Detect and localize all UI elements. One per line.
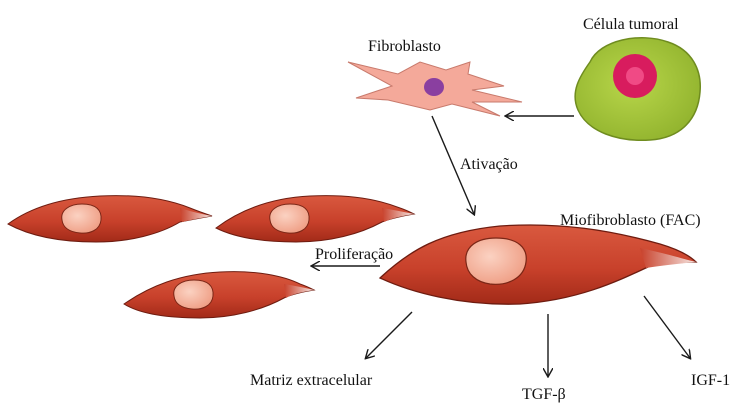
fibroblast-nucleus bbox=[424, 78, 444, 96]
label-myofibroblast: Miofibroblasto (FAC) bbox=[560, 212, 701, 230]
myofibroblast-nucleus bbox=[466, 238, 526, 284]
proliferated-cell bbox=[216, 196, 414, 242]
tumor-cell bbox=[575, 38, 700, 141]
proliferated-nucleus bbox=[174, 280, 213, 309]
label-fibroblast: Fibroblasto bbox=[368, 38, 441, 56]
proliferated-cell bbox=[8, 196, 212, 242]
myofibroblast-cell bbox=[380, 225, 696, 304]
arrow-to-matrix bbox=[366, 312, 412, 358]
proliferated-nucleus bbox=[270, 204, 309, 233]
fibroblast-cell bbox=[348, 62, 522, 116]
label-tumor-cell: Célula tumoral bbox=[583, 16, 679, 34]
arrow-to-igf1 bbox=[644, 296, 690, 358]
tumor-nucleolus bbox=[626, 67, 644, 85]
label-igf1: IGF-1 bbox=[691, 372, 730, 390]
proliferated-nucleus bbox=[62, 204, 101, 233]
label-activation: Ativação bbox=[460, 156, 518, 174]
label-proliferation: Proliferação bbox=[315, 246, 393, 264]
label-tgf-beta: TGF-β bbox=[522, 386, 566, 404]
proliferated-cell bbox=[124, 272, 314, 318]
label-extracellular-matrix: Matriz extracelular bbox=[250, 372, 372, 390]
